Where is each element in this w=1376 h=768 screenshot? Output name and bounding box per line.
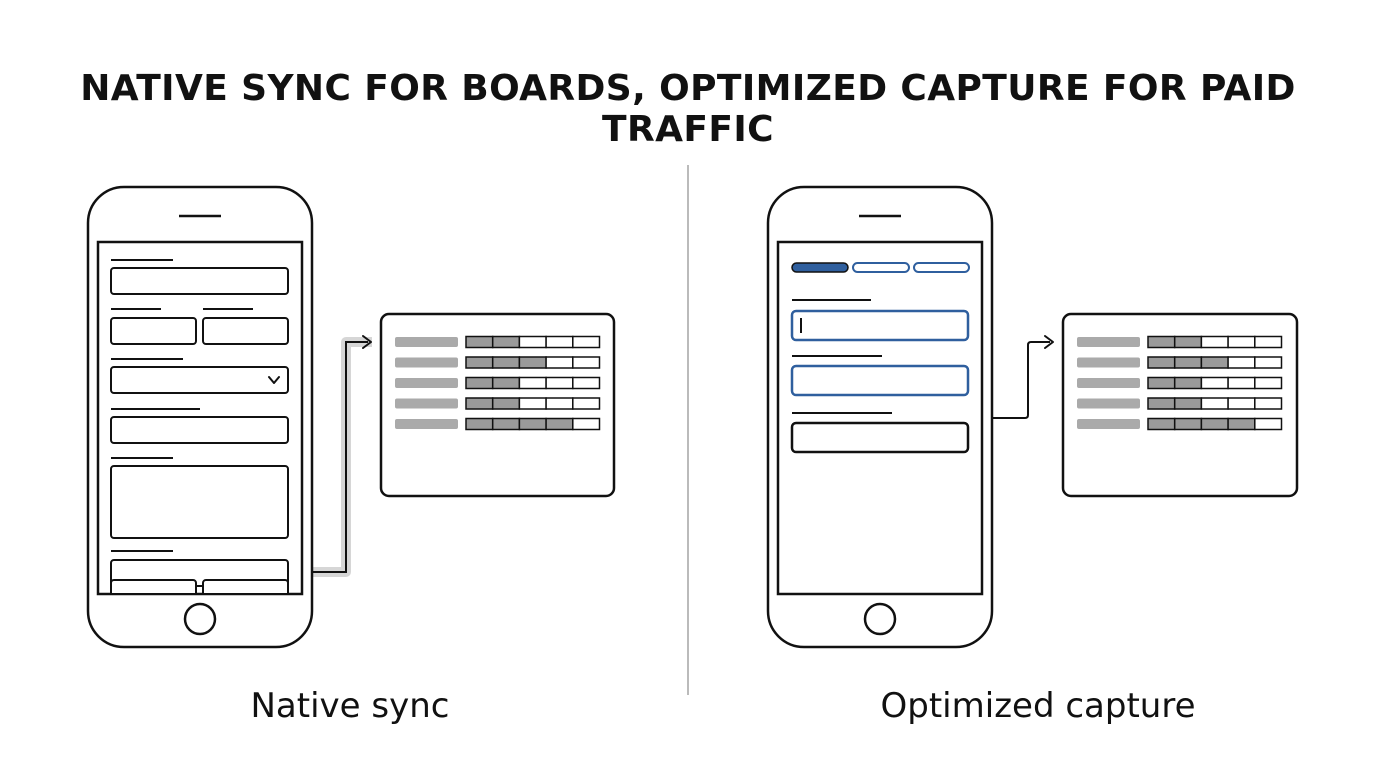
- short-form: [790, 299, 970, 454]
- board-segment-empty: [518, 397, 547, 410]
- board-segment-filled: [465, 356, 494, 369]
- board-segment-filled: [491, 356, 521, 369]
- board-segment-empty: [545, 376, 574, 390]
- board-segment-empty: [572, 335, 601, 349]
- board-segment-filled: [1147, 397, 1176, 410]
- text-field: [110, 267, 289, 295]
- board-segment-empty: [1254, 356, 1283, 369]
- progress-step: [913, 262, 970, 273]
- board-segment-filled: [518, 356, 547, 369]
- board-row-label: [1077, 419, 1140, 429]
- board-segment-filled: [1173, 335, 1203, 349]
- board-segment-filled: [465, 397, 494, 410]
- progress-step: [852, 262, 910, 273]
- left-connector-glow: [312, 337, 372, 577]
- text-field: [790, 421, 970, 454]
- board-segment-empty: [572, 376, 601, 390]
- board-rows: [1077, 335, 1283, 431]
- board-segment-filled: [465, 335, 494, 349]
- board-segment-filled: [491, 376, 521, 390]
- board-row-label: [395, 398, 458, 409]
- board-segment-empty: [518, 376, 547, 390]
- board-segment-empty: [1200, 397, 1229, 410]
- board-row-label: [395, 357, 458, 368]
- board-rows: [395, 335, 601, 431]
- textarea-field: [110, 465, 289, 539]
- board-segment-filled: [1173, 356, 1203, 369]
- phone-left: [86, 185, 314, 649]
- phone-right: [766, 185, 994, 649]
- long-form: [110, 259, 289, 593]
- board-row-label: [395, 337, 458, 347]
- board-segment-filled: [465, 376, 494, 390]
- board-left: [379, 312, 616, 498]
- board-segment-empty: [545, 397, 574, 410]
- board-segment-empty: [1254, 397, 1283, 410]
- board-segment-filled: [1227, 417, 1256, 431]
- board-segment-empty: [1200, 335, 1229, 349]
- board-row-label: [1077, 337, 1140, 347]
- board-row-label: [1077, 378, 1140, 388]
- arrow-right-icon: [1044, 335, 1054, 349]
- board-segment-filled: [1200, 356, 1229, 369]
- board-segment-filled: [491, 397, 521, 410]
- board-segment-filled: [1173, 376, 1203, 390]
- text-field-focused: [790, 309, 970, 342]
- progress-steps: [791, 262, 970, 273]
- board-segment-empty: [1200, 376, 1229, 390]
- board-segment-empty: [1227, 397, 1256, 410]
- board-right: [1061, 312, 1299, 498]
- board-segment-empty: [545, 356, 574, 369]
- board-segment-filled: [491, 335, 521, 349]
- text-field: [110, 416, 289, 444]
- board-segment-filled: [1147, 376, 1176, 390]
- board-segment-empty: [572, 356, 601, 369]
- board-segment-filled: [545, 417, 574, 431]
- right-connector-line: [992, 341, 1050, 419]
- select-field: [110, 366, 289, 394]
- caption-native-sync: Native sync: [250, 686, 450, 726]
- text-field: [202, 317, 289, 345]
- board-row-label: [1077, 357, 1140, 368]
- diagram-title: NATIVE SYNC FOR BOARDS, OPTIMIZED CAPTUR…: [80, 68, 1296, 150]
- board-segment-filled: [1147, 356, 1176, 369]
- board-segment-empty: [1254, 376, 1283, 390]
- board-row-label: [395, 378, 458, 388]
- progress-step-active: [791, 262, 849, 273]
- chevron-down-icon: [268, 376, 280, 384]
- board-segment-empty: [572, 417, 601, 431]
- board-segment-filled: [1147, 417, 1176, 431]
- text-field: [202, 579, 289, 593]
- text-field: [110, 317, 197, 345]
- text-field-highlighted: [790, 364, 970, 397]
- left-panel: [86, 185, 616, 649]
- board-segment-filled: [1147, 335, 1176, 349]
- right-panel: [766, 185, 1299, 649]
- arrow-right-icon: [362, 335, 372, 349]
- board-segment-filled: [1173, 417, 1203, 431]
- home-button-icon: [863, 602, 897, 636]
- board-segment-empty: [518, 335, 547, 349]
- board-segment-empty: [1254, 335, 1283, 349]
- board-row-label: [1077, 398, 1140, 409]
- board-segment-empty: [1254, 417, 1283, 431]
- board-segment-empty: [572, 397, 601, 410]
- phone-screen: [776, 240, 984, 596]
- board-segment-empty: [1227, 376, 1256, 390]
- left-connector-line: [312, 341, 368, 573]
- board-segment-filled: [1173, 397, 1203, 410]
- board-segment-empty: [1227, 335, 1256, 349]
- board-segment-empty: [1227, 356, 1256, 369]
- text-field: [110, 579, 197, 593]
- board-segment-filled: [1200, 417, 1229, 431]
- board-segment-filled: [491, 417, 521, 431]
- board-segment-filled: [518, 417, 547, 431]
- home-button-icon: [183, 602, 217, 636]
- board-segment-filled: [465, 417, 494, 431]
- caption-optimized-capture: Optimized capture: [880, 686, 1196, 726]
- board-row-label: [395, 419, 458, 429]
- board-segment-empty: [545, 335, 574, 349]
